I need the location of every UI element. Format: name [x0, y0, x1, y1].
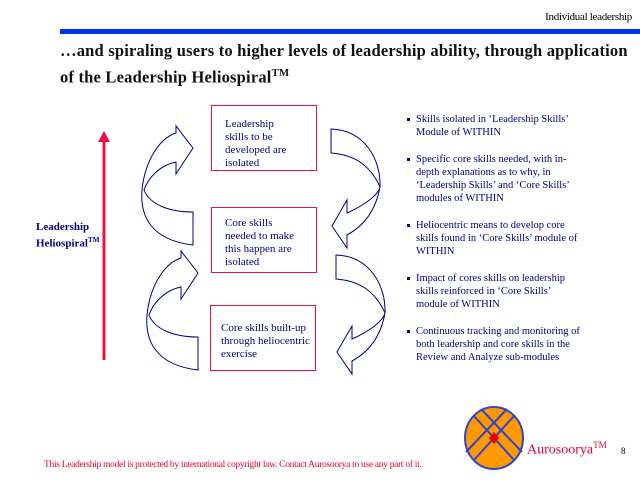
brand-name: AurosooryaTM: [527, 440, 607, 459]
copyright-notice: This Leadership model is protected by in…: [44, 460, 422, 470]
page-number: 8: [621, 446, 626, 456]
step-text: Core skills built-up through heliocentri…: [221, 322, 310, 360]
axis-label-line1: Leadership: [36, 221, 90, 233]
step-box-leadership-skills: Leadership skills to be developed are is…: [211, 105, 317, 171]
section-header: Individual leadership: [545, 11, 632, 23]
title-trademark: TM: [271, 67, 290, 79]
curved-arrow-up-left-1: [141, 124, 194, 246]
brand-trademark: TM: [593, 440, 607, 450]
step-text: Core skills needed to make this happen a…: [225, 217, 295, 268]
bullet-item: Heliocentric means to develop core skill…: [407, 219, 582, 258]
step-text: Leadership skills to be developed are is…: [225, 118, 287, 169]
bullet-list: Skills isolated in ‘Leadership Skills’ M…: [407, 113, 582, 378]
heliospiral-axis-label: Leadership HeliospiralTM: [36, 221, 99, 251]
axis-label-line2: HeliospiralTM: [36, 234, 99, 251]
header-rule: [60, 29, 640, 34]
bullet-item: Impact of cores skills on leadership ski…: [407, 272, 582, 311]
aurosoorya-logo: [464, 406, 524, 470]
slide-title: …and spiraling users to higher levels of…: [60, 40, 630, 89]
axis-label-trademark: TM: [87, 236, 100, 244]
curved-arrow-down-right-2: [335, 254, 386, 376]
leadership-up-arrow: [98, 131, 110, 360]
curved-arrow-up-left-2: [146, 249, 199, 371]
bullet-item: Specific core skills needed, with in-dep…: [407, 153, 582, 205]
bullet-item: Skills isolated in ‘Leadership Skills’ M…: [407, 113, 582, 139]
title-text: …and spiraling users to higher levels of…: [60, 41, 628, 87]
curved-arrow-down-right-1: [330, 128, 381, 250]
brand-text: Aurosoorya: [527, 442, 594, 458]
step-box-built-up: Core skills built-up through heliocentri…: [210, 305, 316, 371]
bullet-item: Continuous tracking and monitoring of bo…: [407, 325, 582, 364]
axis-label-text: Heliospiral: [36, 237, 88, 250]
step-box-core-skills: Core skills needed to make this happen a…: [211, 207, 317, 273]
